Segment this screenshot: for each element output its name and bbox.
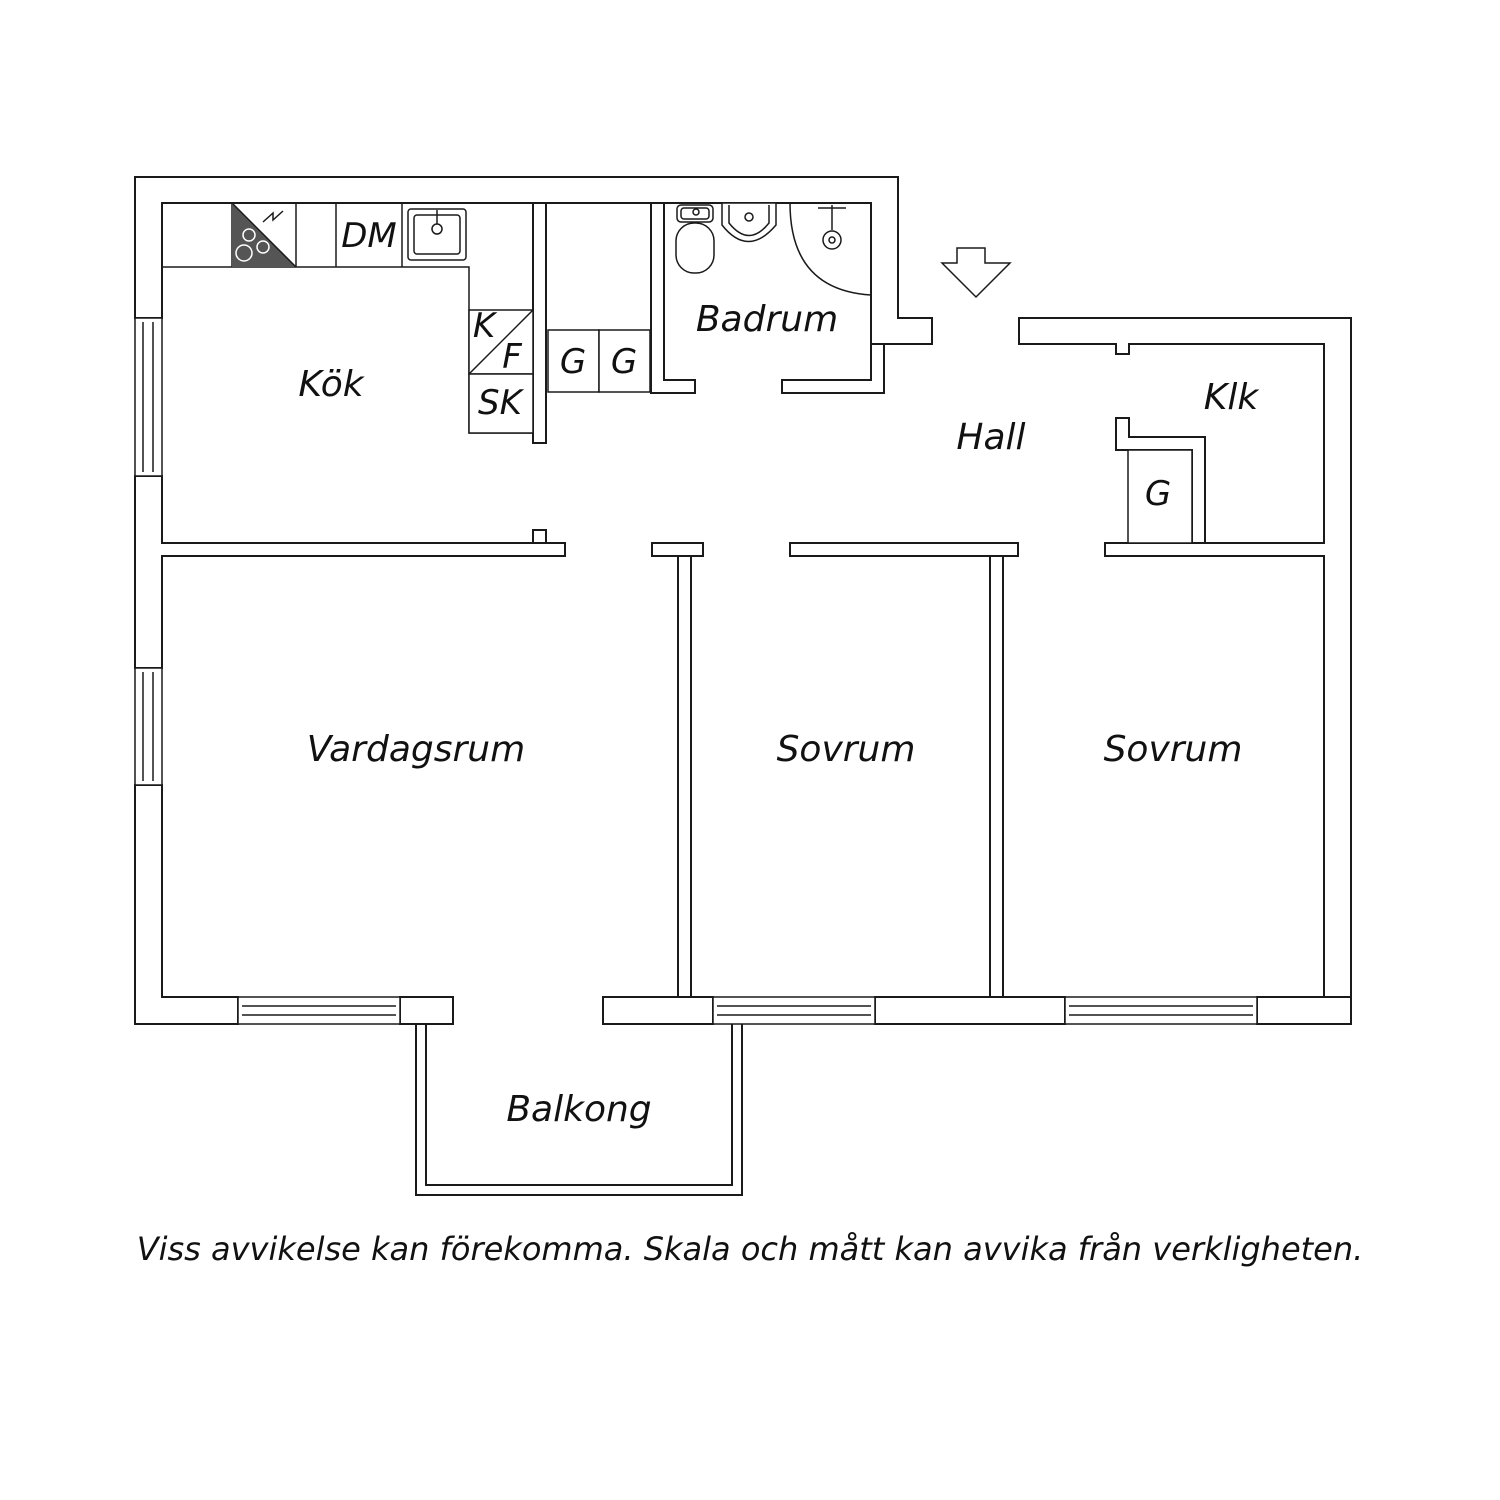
- stove-icon: [231, 202, 297, 268]
- wall-bottom-right: [1256, 996, 1352, 1025]
- wall-bottom-middle: [602, 996, 714, 1025]
- wall-bedroom-bedroom: [989, 555, 1004, 998]
- wall-bottom-living: [399, 996, 454, 1025]
- room-living-room: Vardagsrum: [307, 729, 525, 770]
- room-hall: Hall: [956, 417, 1025, 458]
- window-living-bottom: [237, 996, 401, 1025]
- wardrobe-closet: [1127, 449, 1193, 544]
- wall-kitchen-nub: [532, 529, 547, 544]
- room-bedroom-1: Sovrum: [777, 729, 916, 770]
- label-fridge-bottom: F: [502, 337, 522, 377]
- windows: [134, 317, 1258, 1025]
- cabinet-sk: [468, 373, 534, 434]
- wall-bottom-between: [874, 996, 1066, 1025]
- window-bedroom-2: [1064, 996, 1258, 1025]
- window-kitchen: [134, 317, 163, 477]
- balcony: [415, 1024, 743, 1196]
- washbasin-icon: [721, 202, 777, 243]
- wall-kitchen-stub: [532, 202, 547, 444]
- toilet-icon: [675, 204, 715, 274]
- entrance-arrow-icon: [940, 247, 1012, 299]
- room-balcony: Balkong: [506, 1089, 651, 1130]
- label-wardrobe-1: G: [560, 342, 586, 382]
- wall-left-lower: [134, 784, 239, 1025]
- window-bedroom-1: [712, 996, 876, 1025]
- labels: DM K F SK G G G Kök Badrum Hall Klk Vard…: [298, 216, 1260, 1130]
- room-bathroom: Badrum: [696, 299, 838, 340]
- window-living-left: [134, 667, 163, 786]
- shower-icon: [789, 202, 872, 296]
- bathroom-fixtures: [675, 202, 872, 296]
- sink-icon: [407, 208, 467, 261]
- label-fridge-top: K: [473, 306, 498, 346]
- room-kitchen: Kök: [298, 364, 365, 405]
- room-bedroom-2: Sovrum: [1104, 729, 1243, 770]
- wardrobe-2: [598, 329, 651, 393]
- label-wardrobe-2: G: [611, 342, 637, 382]
- label-wardrobe-closet: G: [1145, 474, 1171, 514]
- wardrobe-1: [547, 329, 600, 393]
- wall-right: [1018, 317, 1352, 998]
- wall-living-bedroom: [677, 555, 692, 998]
- kitchen-counter: [162, 202, 651, 434]
- wall-bathroom-left: [650, 202, 696, 394]
- disclaimer-text: Viss avvikelse kan förekomma. Skala och …: [136, 1230, 1364, 1268]
- label-cabinet: SK: [478, 383, 525, 423]
- label-dishwasher: DM: [341, 216, 397, 256]
- wall-bathroom-right: [781, 343, 885, 394]
- wall-hall-living: [651, 542, 704, 557]
- wall-hall-bedroom: [789, 542, 1019, 557]
- wall-left-upper: [134, 475, 566, 669]
- room-walk-in-closet: Klk: [1204, 377, 1261, 418]
